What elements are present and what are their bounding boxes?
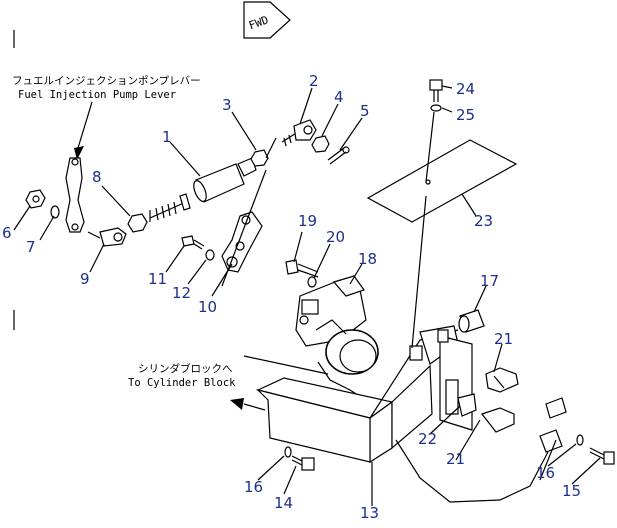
motor-18-icon — [295, 275, 379, 405]
label-9: 9 — [80, 270, 90, 288]
cylinder-note-jp: シリンダブロックへ — [138, 362, 233, 375]
bolt-14-icon — [291, 455, 315, 471]
label-18: 18 — [358, 250, 377, 268]
fwd-label: FWD — [247, 13, 270, 32]
fuel-pump-lever-icon — [65, 157, 85, 233]
label-20: 20 — [326, 228, 345, 246]
label-3: 3 — [222, 96, 232, 114]
label-24: 24 — [456, 80, 475, 98]
label-14: 14 — [274, 494, 293, 512]
clip-21a-icon — [485, 367, 519, 393]
label-5: 5 — [360, 102, 370, 120]
label-23: 23 — [474, 212, 493, 230]
label-10: 10 — [198, 298, 217, 316]
label-11: 11 — [148, 270, 167, 288]
part-number-labels: 1 2 3 4 5 6 7 8 9 10 11 12 13 14 15 16 1… — [2, 72, 581, 522]
washer-20-icon — [307, 276, 317, 288]
bolt-19-icon — [285, 259, 319, 278]
bolt-15-icon — [589, 447, 615, 465]
label-1: 1 — [162, 128, 172, 146]
washer-12-icon — [205, 249, 215, 261]
nut-3-icon — [250, 149, 269, 167]
ball-joint-2-icon — [281, 119, 317, 147]
label-17: 17 — [480, 272, 499, 290]
label-6: 6 — [2, 224, 12, 242]
label-15: 15 — [562, 482, 581, 500]
nut-6-icon — [25, 189, 46, 209]
label-8: 8 — [92, 168, 102, 186]
nut-4-icon — [311, 135, 330, 153]
leader-lines — [13, 85, 601, 506]
bushing-17-icon — [458, 309, 485, 333]
label-21b: 21 — [446, 450, 465, 468]
control-plate-23-icon — [366, 111, 518, 349]
fwd-arrow-icon: FWD — [243, 1, 291, 39]
clip-22-icon — [457, 393, 477, 417]
label-25: 25 — [456, 106, 475, 124]
fuel-lever-pointer-icon — [74, 101, 93, 160]
washer-7-icon — [50, 205, 60, 219]
label-2: 2 — [309, 72, 319, 90]
cylinder-pointer-icon — [230, 398, 266, 411]
fuel-lever-note-en: Fuel Injection Pump Lever — [18, 89, 176, 101]
washer-16a-icon — [284, 446, 292, 458]
label-4: 4 — [334, 88, 344, 106]
clip-21b-icon — [481, 407, 515, 433]
rod-assembly-1-icon — [149, 157, 257, 222]
bracket-13-icon — [243, 325, 473, 464]
bolt-11-icon — [181, 235, 205, 250]
bolt-24-icon — [429, 79, 443, 102]
wire-harness-icon — [395, 397, 567, 503]
nut-8-icon — [127, 213, 148, 233]
label-19: 19 — [298, 212, 317, 230]
washer-25-icon — [430, 104, 442, 112]
label-21a: 21 — [494, 330, 513, 348]
cotter-pin-5-icon — [327, 146, 350, 165]
ball-joint-9-icon — [87, 227, 127, 247]
label-7: 7 — [26, 238, 36, 256]
cylinder-note-en: To Cylinder Block — [128, 377, 236, 389]
label-16a: 16 — [244, 478, 263, 496]
washer-16b-icon — [576, 434, 584, 446]
label-12: 12 — [172, 284, 191, 302]
fuel-lever-note-jp: フュエルインジェクションポンプレバー — [12, 75, 201, 87]
label-13: 13 — [360, 504, 379, 522]
lever-10-icon — [221, 211, 263, 273]
label-22: 22 — [418, 430, 437, 448]
label-16b: 16 — [536, 464, 555, 482]
